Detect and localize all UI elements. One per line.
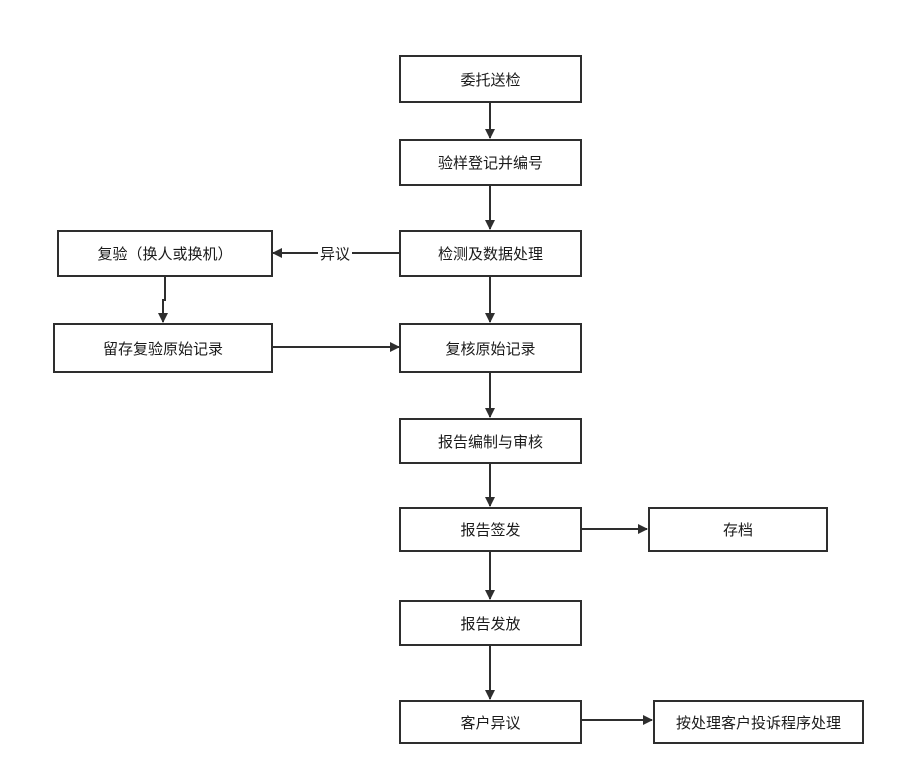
node-retest: 复验（换人或换机） — [57, 230, 273, 277]
node-customer-objection: 客户异议 — [399, 700, 582, 744]
node-report-sign: 报告签发 — [399, 507, 582, 552]
arrow-retest-to-retest-record — [158, 277, 168, 323]
node-retest-record: 留存复验原始记录 — [53, 323, 273, 373]
node-entrust: 委托送检 — [399, 55, 582, 103]
node-archive: 存档 — [648, 507, 828, 552]
node-register: 验样登记并编号 — [399, 139, 582, 186]
node-report-edit: 报告编制与审核 — [399, 418, 582, 464]
node-report-issue: 报告发放 — [399, 600, 582, 646]
node-review-record: 复核原始记录 — [399, 323, 582, 373]
node-complaint-procedure: 按处理客户投诉程序处理 — [653, 700, 864, 744]
node-testing: 检测及数据处理 — [399, 230, 582, 277]
edge-label-objection: 异议 — [318, 243, 353, 264]
